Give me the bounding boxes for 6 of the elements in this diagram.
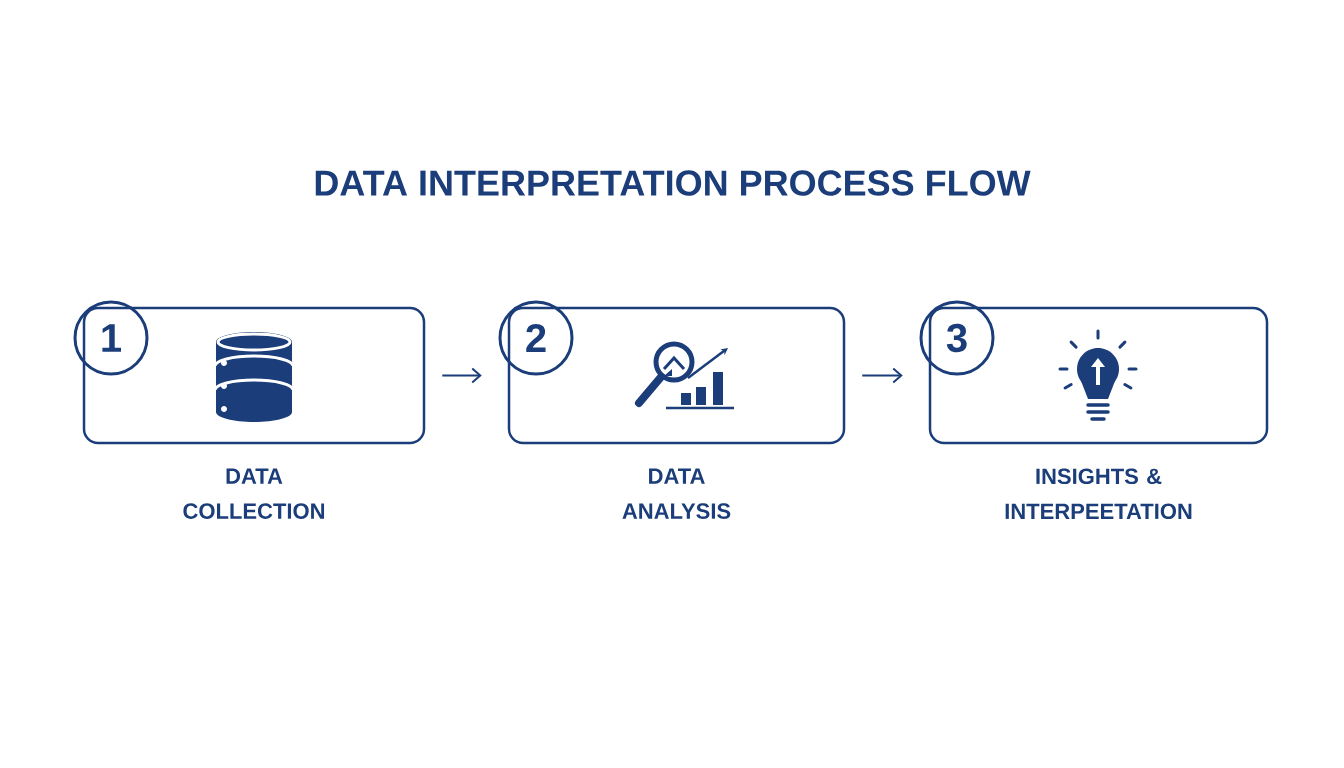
step-caption: DATA COLLECTION [183, 468, 325, 519]
step-caption: DATA ANALYSIS [622, 468, 731, 519]
title: DATA INTERPRETATION PROCESS FLOW [315, 170, 1031, 196]
step-caption: INSIGHTS & INTERPEETATION [1005, 468, 1192, 520]
arrow [441, 367, 482, 384]
arrow [861, 367, 903, 384]
